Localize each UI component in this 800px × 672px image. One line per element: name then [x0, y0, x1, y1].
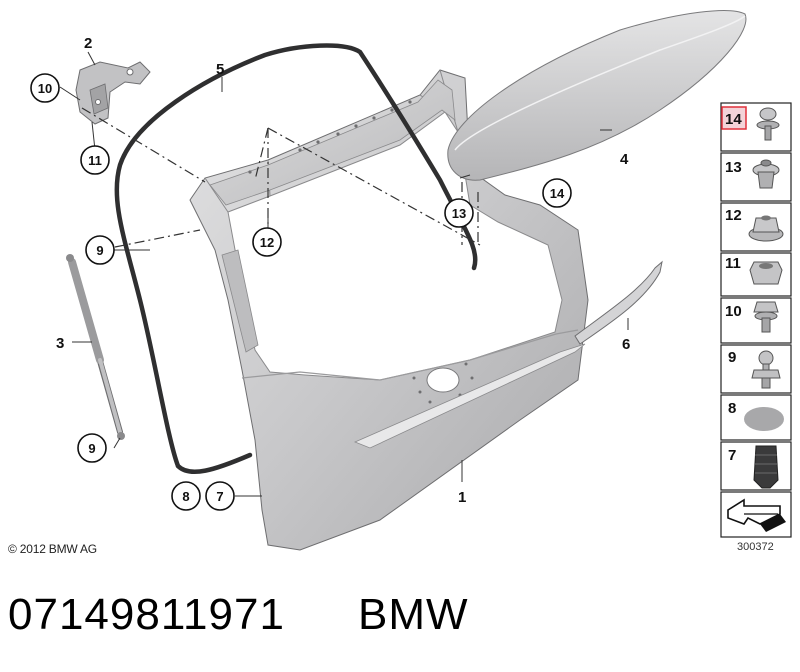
callout-7: 7: [216, 489, 223, 504]
brand-name: BMW: [358, 590, 469, 639]
hex-nut-icon: [749, 261, 783, 285]
gas-strut: [66, 254, 125, 440]
legend-label-10: 10: [725, 303, 742, 320]
callout-2: 2: [84, 35, 92, 52]
legend-label-8: 8: [728, 400, 736, 417]
callout-12: 12: [260, 235, 274, 250]
plain-callouts: 2 5 4 6 3 1: [56, 35, 630, 506]
callout-4: 4: [620, 151, 629, 168]
trim-strip: [574, 260, 663, 345]
ball-stud-icon: [751, 350, 781, 389]
diagram-number: 300372: [737, 541, 774, 553]
legend-highlight-14: [721, 106, 747, 130]
callout-1: 1: [458, 489, 466, 506]
legend-label-12: 12: [725, 207, 742, 224]
callout-14: 14: [550, 186, 565, 201]
callout-leaders: [59, 51, 629, 497]
legend-label-14: 14: [725, 111, 742, 128]
diagram-nav-arrow-icon: [727, 498, 786, 532]
parts-diagram: 2 5 4 6 3 1 10 11 9 12 13 14 9 8 7: [30, 10, 792, 551]
legend-label-9: 9: [728, 349, 736, 366]
callout-3: 3: [56, 335, 64, 352]
callout-11: 11: [88, 153, 102, 168]
leader-lines: [81, 107, 481, 248]
callout-8: 8: [182, 489, 189, 504]
hex-bolt-icon: [753, 301, 779, 333]
rubber-bumper-icon: [753, 445, 779, 489]
legend-cell-9[interactable]: [720, 344, 792, 394]
callout-6: 6: [622, 336, 630, 353]
legend-label-13: 13: [725, 159, 742, 176]
spoiler: [447, 10, 747, 181]
hinge-bracket: [75, 61, 151, 125]
seal-loop: [114, 43, 478, 469]
callout-13: 13: [452, 206, 466, 221]
legend-cell-13[interactable]: [720, 152, 792, 202]
screw-icon: [756, 107, 780, 141]
legend-label-7: 7: [728, 447, 736, 464]
expanding-rivet-icon: [752, 159, 780, 189]
fastener-legend: 14 13 12 11 10 9 8 7: [720, 102, 792, 538]
part-number: 07149811971: [8, 590, 285, 639]
callout-10: 10: [38, 81, 52, 96]
tailgate-panel: [189, 69, 589, 551]
callout-9-top: 9: [96, 243, 103, 258]
callout-9-bottom: 9: [88, 441, 95, 456]
pad-icon: [744, 407, 784, 431]
circled-callouts: [30, 73, 572, 511]
callout-5: 5: [216, 61, 224, 78]
flange-nut-icon: [748, 215, 784, 242]
legend-label-11: 11: [725, 255, 741, 272]
copyright-notice: © 2012 BMW AG: [8, 542, 97, 556]
